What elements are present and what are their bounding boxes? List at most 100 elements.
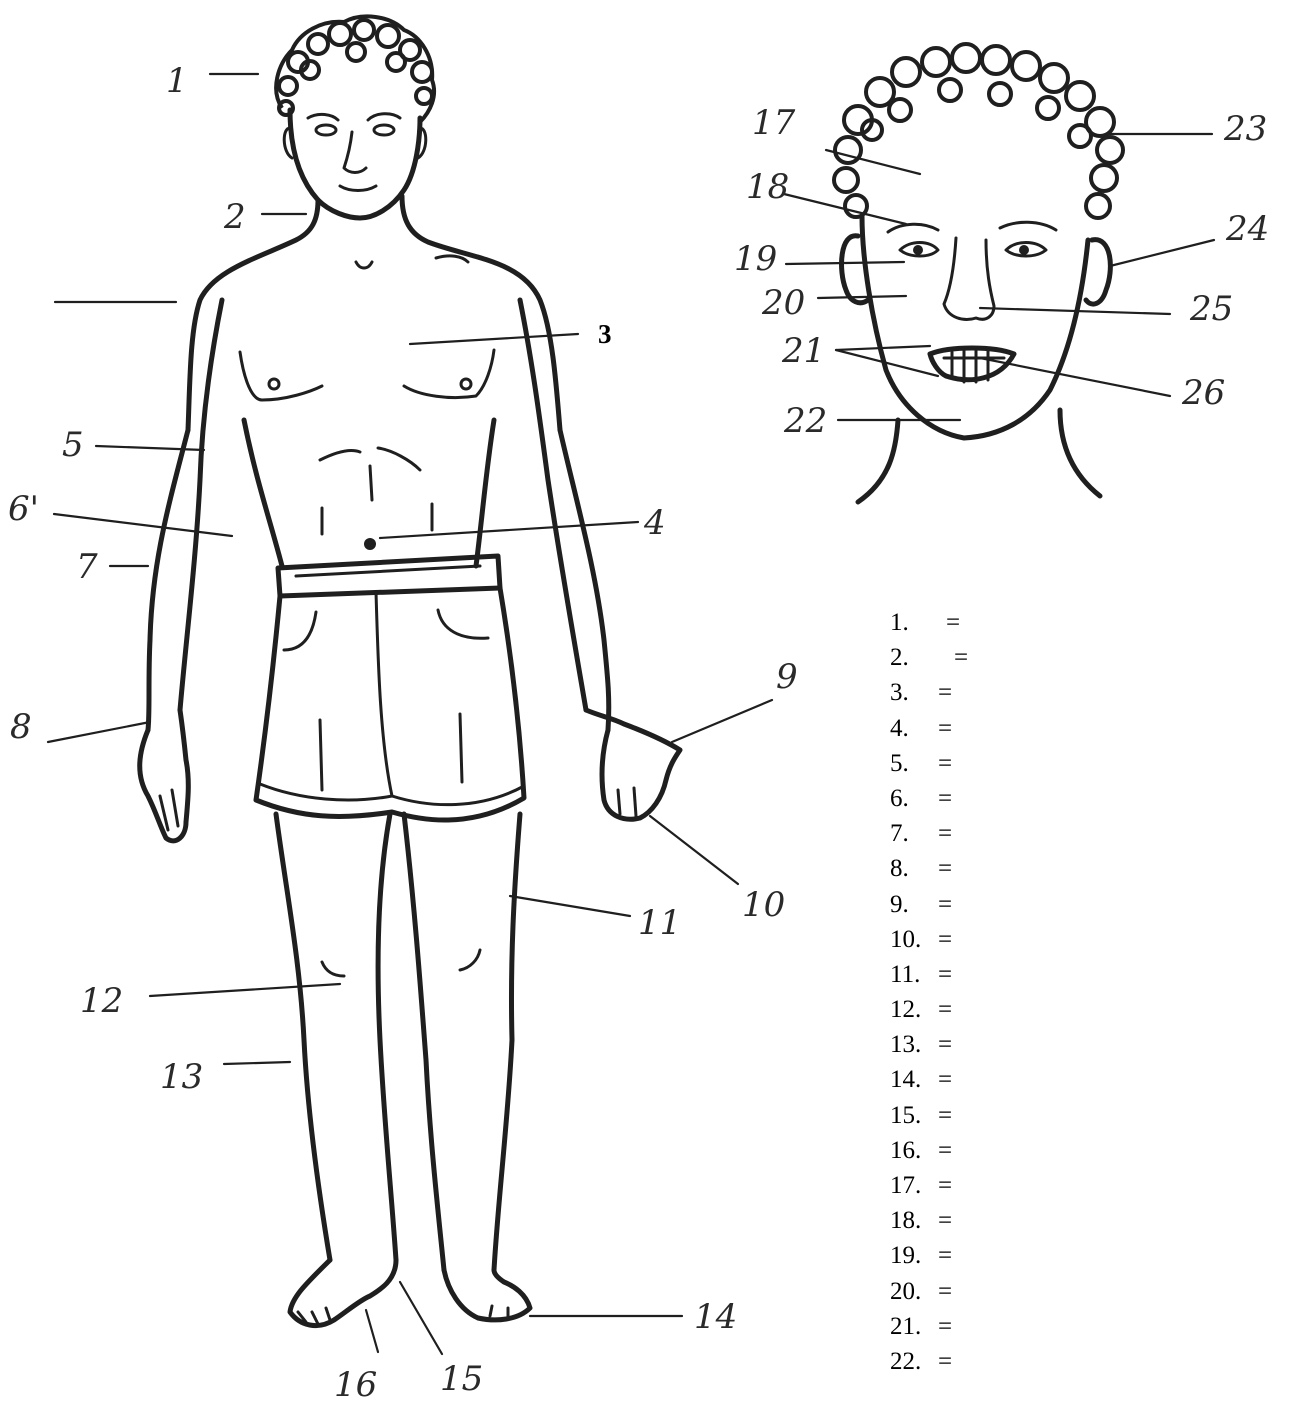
answer-number: 7. xyxy=(890,820,909,847)
answer-blank: = xyxy=(938,851,952,886)
answer-row: 13.= xyxy=(890,1027,921,1062)
answer-row: 3.= xyxy=(890,675,921,710)
label-4: 4 xyxy=(643,503,666,543)
answer-row: 6.= xyxy=(890,781,921,816)
answer-row: 16.= xyxy=(890,1133,921,1168)
answer-number: 18. xyxy=(890,1207,921,1234)
answer-number: 6. xyxy=(890,785,909,812)
answer-row: 20.= xyxy=(890,1274,921,1309)
answer-number: 1. xyxy=(890,609,909,636)
answer-blank: = xyxy=(938,781,952,816)
answer-blank: = xyxy=(938,1098,952,1133)
answer-blank: = xyxy=(938,816,952,851)
face-hair-drawing xyxy=(834,44,1123,218)
label-10: 10 xyxy=(742,885,785,925)
face-figure xyxy=(834,44,1123,502)
label-5: 5 xyxy=(62,425,84,465)
answer-number: 20. xyxy=(890,1278,921,1305)
answer-number: 17. xyxy=(890,1172,921,1199)
label-24: 24 xyxy=(1225,209,1269,249)
label-22: 22 xyxy=(783,401,827,441)
answer-row: 1.= xyxy=(890,605,921,640)
label-1: 1 xyxy=(166,61,188,101)
hair-drawing xyxy=(276,16,434,122)
answer-row: 11.= xyxy=(890,957,921,992)
answer-blank: = xyxy=(938,992,952,1027)
answer-blank: = xyxy=(938,746,952,781)
answer-row: 7.= xyxy=(890,816,921,851)
label-8: 8 xyxy=(10,707,32,747)
label-12: 12 xyxy=(80,981,123,1021)
answer-blank: = xyxy=(938,1309,952,1344)
label-19: 19 xyxy=(734,239,777,279)
answer-number: 22. xyxy=(890,1348,921,1375)
answer-blank: = xyxy=(938,922,952,957)
answer-blank: = xyxy=(938,1062,952,1097)
answer-number: 13. xyxy=(890,1031,921,1058)
answer-number: 21. xyxy=(890,1313,921,1340)
answer-row: 8.= xyxy=(890,851,921,886)
label-23: 23 xyxy=(1223,109,1267,149)
answer-number: 10. xyxy=(890,926,921,953)
answer-row: 10.= xyxy=(890,922,921,957)
answer-row: 18.= xyxy=(890,1203,921,1238)
answer-number: 5. xyxy=(890,750,909,777)
answer-blank: = xyxy=(938,1133,952,1168)
answer-row: 9.= xyxy=(890,887,921,922)
answer-row: 19.= xyxy=(890,1238,921,1273)
answer-number: 19. xyxy=(890,1242,921,1269)
body-labels: 1 2 3 4 5 6' 7 8 9 10 11 12 13 14 15 16 xyxy=(8,61,798,1404)
label-25: 25 xyxy=(1189,289,1233,329)
answer-number: 9. xyxy=(890,891,909,918)
answer-number: 2. xyxy=(890,644,909,671)
label-2: 2 xyxy=(223,197,246,237)
answer-row: 17.= xyxy=(890,1168,921,1203)
label-20: 20 xyxy=(761,283,805,323)
label-18: 18 xyxy=(746,167,789,207)
label-17: 17 xyxy=(752,103,796,143)
answer-number: 14. xyxy=(890,1066,921,1093)
answer-number: 15. xyxy=(890,1102,921,1129)
label-15: 15 xyxy=(440,1359,483,1399)
answer-row: 15.= xyxy=(890,1098,921,1133)
answer-blank: = xyxy=(938,1344,952,1379)
answer-row: 14.= xyxy=(890,1062,921,1097)
answer-number: 3. xyxy=(890,679,909,706)
answer-blank: = xyxy=(938,711,952,746)
answer-blank: = xyxy=(938,957,952,992)
answer-row: 4.= xyxy=(890,711,921,746)
answer-row: 21.= xyxy=(890,1309,921,1344)
label-9: 9 xyxy=(776,657,798,697)
answer-list: 1.=2.=3.=4.=5.=6.=7.=8.=9.=10.=11.=12.=1… xyxy=(890,605,921,1379)
answer-blank: = xyxy=(938,1238,952,1273)
answer-blank: = xyxy=(938,675,952,710)
label-11: 11 xyxy=(638,903,681,943)
answer-blank: = xyxy=(938,1203,952,1238)
answer-blank: = xyxy=(938,1168,952,1203)
answer-row: 12.= xyxy=(890,992,921,1027)
answer-row: 2.= xyxy=(890,640,921,675)
label-26: 26 xyxy=(1181,373,1225,413)
answer-row: 5.= xyxy=(890,746,921,781)
body-figure xyxy=(140,16,680,1325)
answer-number: 8. xyxy=(890,855,909,882)
body-leader-lines xyxy=(48,74,772,1354)
answer-number: 16. xyxy=(890,1137,921,1164)
label-13: 13 xyxy=(160,1057,203,1097)
label-21: 21 xyxy=(781,331,825,371)
answer-blank: = xyxy=(938,1027,952,1062)
answer-row: 22.= xyxy=(890,1344,921,1379)
answer-number: 4. xyxy=(890,715,909,742)
label-16: 16 xyxy=(334,1365,377,1404)
face-leader-lines xyxy=(784,134,1214,420)
answer-blank: = xyxy=(938,887,952,922)
label-7: 7 xyxy=(76,547,98,587)
face-labels: 17 18 19 20 21 22 23 24 25 26 xyxy=(734,103,1269,441)
label-6: 6' xyxy=(8,489,39,529)
answer-blank: = xyxy=(946,605,960,640)
answer-number: 11. xyxy=(890,961,920,988)
label-3: 3 xyxy=(598,319,612,349)
answer-blank: = xyxy=(954,640,968,675)
answer-blank: = xyxy=(938,1274,952,1309)
